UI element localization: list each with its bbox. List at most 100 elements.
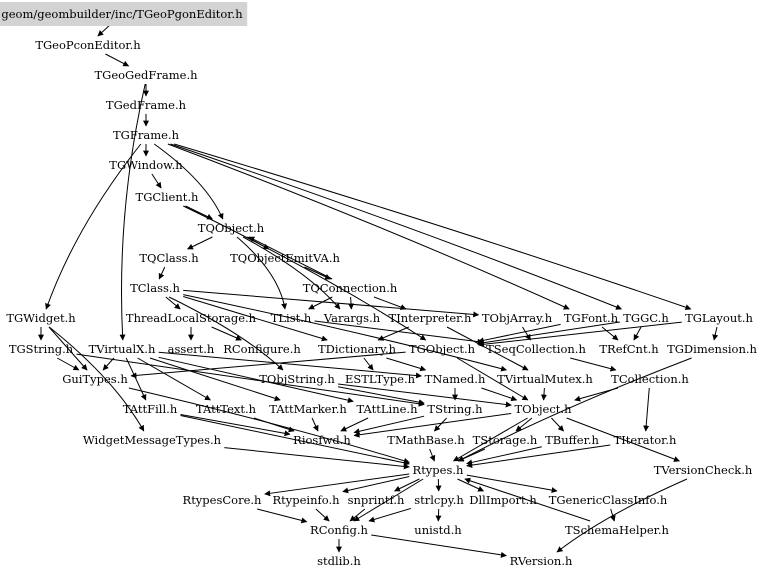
node-tlist-h[interactable]: TList.h — [271, 311, 312, 325]
edge-tinterpreter-h-to-tvirtualmutex-h — [446, 326, 529, 371]
node-tgobject-h[interactable]: TGObject.h — [409, 342, 476, 356]
node-titerator-h[interactable]: TIterator.h — [614, 433, 677, 447]
node-rtypescore-h[interactable]: RtypesCore.h — [183, 493, 263, 507]
node-label: TGClient.h — [136, 190, 200, 204]
node-tvirtualx-h[interactable]: TVirtualX.h — [89, 342, 156, 356]
node-tgeopconeditor-h[interactable]: TGeoPconEditor.h — [35, 38, 141, 52]
node-rconfigure-h[interactable]: RConfigure.h — [223, 342, 301, 356]
node-tobject-h[interactable]: TObject.h — [515, 402, 573, 416]
node-widgetmessagetypes-h[interactable]: WidgetMessageTypes.h — [83, 433, 222, 447]
edge-tgframe-h-to-tgwidget-h — [45, 143, 142, 310]
node-tschemahelper-h[interactable]: TSchemaHelper.h — [565, 523, 670, 537]
edge-tclass-h-to-tobjstring-h — [168, 296, 284, 371]
node-label: TAttMarker.h — [269, 402, 347, 416]
node-tvirtualmutex-h[interactable]: TVirtualMutex.h — [497, 372, 593, 386]
node-label: Varargs.h — [323, 311, 381, 325]
node-label: Riosfwd.h — [293, 433, 351, 447]
edge-tqclass-h-to-tclass-h — [158, 266, 166, 280]
node-tqclass-h[interactable]: TQClass.h — [139, 251, 199, 265]
edge-tgwindow-h-to-tgclient-h — [151, 173, 162, 189]
node-tnamed-h[interactable]: TNamed.h — [425, 372, 486, 386]
node-tobjstring-h[interactable]: TObjString.h — [259, 372, 335, 386]
node-unistd-h[interactable]: unistd.h — [414, 523, 462, 537]
node-tinterpreter-h[interactable]: TInterpreter.h — [389, 311, 473, 325]
node-rtypeinfo-h[interactable]: Rtypeinfo.h — [272, 493, 340, 507]
node-tgwindow-h[interactable]: TGWindow.h — [109, 158, 183, 172]
node-tgframe-h[interactable]: TGFrame.h — [113, 128, 180, 142]
node-tdictionary-h[interactable]: TDictionary.h — [318, 342, 397, 356]
node-tqconnection-h[interactable]: TQConnection.h — [303, 281, 398, 295]
node-tattmarker-h[interactable]: TAttMarker.h — [269, 402, 347, 416]
node-rversion-h[interactable]: RVersion.h — [510, 554, 573, 568]
node-riosfwd-h[interactable]: Riosfwd.h — [293, 433, 351, 447]
node-tseqcollection-h[interactable]: TSeqCollection.h — [486, 342, 586, 356]
node-estltype-h[interactable]: ESTLType.h — [345, 372, 416, 386]
edge-tobject-h-to-tstorage-h — [515, 417, 533, 432]
node-tgstring-h[interactable]: TGString.h — [9, 342, 74, 356]
edge-tattfill-h-to-rtypes-h — [180, 414, 410, 466]
node-tgedframe-h[interactable]: TGedFrame.h — [106, 98, 187, 112]
node-tqobject-h[interactable]: TQObject.h — [198, 221, 265, 235]
node-tqobjectemitva-h[interactable]: TQObjectEmitVA.h — [230, 251, 340, 265]
node-tggc-h[interactable]: TGGC.h — [623, 311, 669, 325]
header-nodes: geom/geombuilder/inc/TGeoPgonEditor.hTGe… — [0, 2, 758, 568]
node-assert-h[interactable]: assert.h — [168, 342, 215, 356]
edge-tclass-h-to-threadlocalstorage-h — [165, 296, 181, 310]
node-label: RtypesCore.h — [183, 493, 263, 507]
edge-tqobject-h-to-tqobjectemitva-h — [246, 236, 270, 250]
edge-tgeogedframe-h-to-tvirtualx-h — [119, 83, 146, 341]
node-tgeogedframe-h[interactable]: TGeoGedFrame.h — [94, 68, 198, 82]
edge-rtypescore-h-to-rconfig-h — [256, 508, 308, 524]
node-geom-geombuilder-inc-tgeopgoneditor-h[interactable]: geom/geombuilder/inc/TGeoPgonEditor.h — [0, 2, 248, 26]
node-threadlocalstorage-h[interactable]: ThreadLocalStorage.h — [126, 311, 257, 325]
node-tglayout-h[interactable]: TGLayout.h — [685, 311, 753, 325]
node-trefcnt-h[interactable]: TRefCnt.h — [599, 342, 659, 356]
node-label: TGFrame.h — [113, 128, 180, 142]
node-tattfill-h[interactable]: TAttFill.h — [123, 402, 178, 416]
edge-tobjstring-h-to-tstring-h — [337, 386, 425, 406]
node-tversioncheck-h[interactable]: TVersionCheck.h — [654, 463, 753, 477]
node-rconfig-h[interactable]: RConfig.h — [310, 523, 368, 537]
node-strlcpy-h[interactable]: strlcpy.h — [414, 493, 464, 507]
node-label: TRefCnt.h — [599, 342, 659, 356]
node-label: TGeoGedFrame.h — [94, 68, 198, 82]
edge-tgframe-h-to-tggc-h — [170, 143, 622, 310]
node-dllimport-h[interactable]: DllImport.h — [469, 493, 537, 507]
node-tcollection-h[interactable]: TCollection.h — [611, 372, 689, 386]
edge-tvirtualx-h-to-tattline-h — [158, 356, 354, 404]
node-label: TNamed.h — [425, 372, 486, 386]
node-tattline-h[interactable]: TAttLine.h — [357, 402, 419, 416]
edge-tggc-h-to-tgobject-h — [477, 321, 621, 346]
node-tgfont-h[interactable]: TGFont.h — [564, 311, 619, 325]
node-tclass-h[interactable]: TClass.h — [130, 281, 180, 295]
node-tmathbase-h[interactable]: TMathBase.h — [387, 433, 465, 447]
edge-tschemahelper-h-to-rtypes-h — [464, 477, 591, 522]
edge-tgeopconeditor-h-to-tgeogedframe-h — [105, 53, 130, 67]
edge-tstorage-h-to-rtypes-h — [457, 448, 486, 462]
node-label: TDictionary.h — [318, 342, 397, 356]
node-varargs-h[interactable]: Varargs.h — [323, 311, 381, 325]
node-tgclient-h[interactable]: TGClient.h — [136, 190, 200, 204]
node-tgenericclassinfo-h[interactable]: TGenericClassInfo.h — [549, 493, 668, 507]
edge-tclass-h-to-tdictionary-h — [183, 296, 328, 342]
node-tstring-h[interactable]: TString.h — [427, 402, 483, 416]
node-tgdimension-h[interactable]: TGDimension.h — [667, 342, 757, 356]
node-label: DllImport.h — [469, 493, 537, 507]
node-rtypes-h[interactable]: Rtypes.h — [413, 463, 465, 477]
node-label: TSeqCollection.h — [486, 342, 586, 356]
node-guitypes-h[interactable]: GuiTypes.h — [62, 372, 128, 386]
node-label: TGFont.h — [564, 311, 619, 325]
edge-tvirtualmutex-h-to-tobject-h — [540, 387, 547, 401]
node-tgwidget-h[interactable]: TGWidget.h — [6, 311, 76, 325]
node-label: TGGC.h — [623, 311, 669, 325]
edge-tobjarray-h-to-tseqcollection-h — [522, 326, 531, 341]
node-tobjarray-h[interactable]: TObjArray.h — [482, 311, 553, 325]
node-stdlib-h[interactable]: stdlib.h — [317, 554, 361, 568]
node-label: TGWindow.h — [109, 158, 183, 172]
node-tbuffer-h[interactable]: TBuffer.h — [545, 433, 599, 447]
node-snprintf-h[interactable]: snprintf.h — [348, 493, 405, 507]
edge-tmathbase-h-to-rtypes-h — [429, 448, 436, 462]
node-tatttext-h[interactable]: TAttText.h — [196, 402, 257, 416]
node-tstorage-h[interactable]: TStorage.h — [473, 433, 538, 447]
